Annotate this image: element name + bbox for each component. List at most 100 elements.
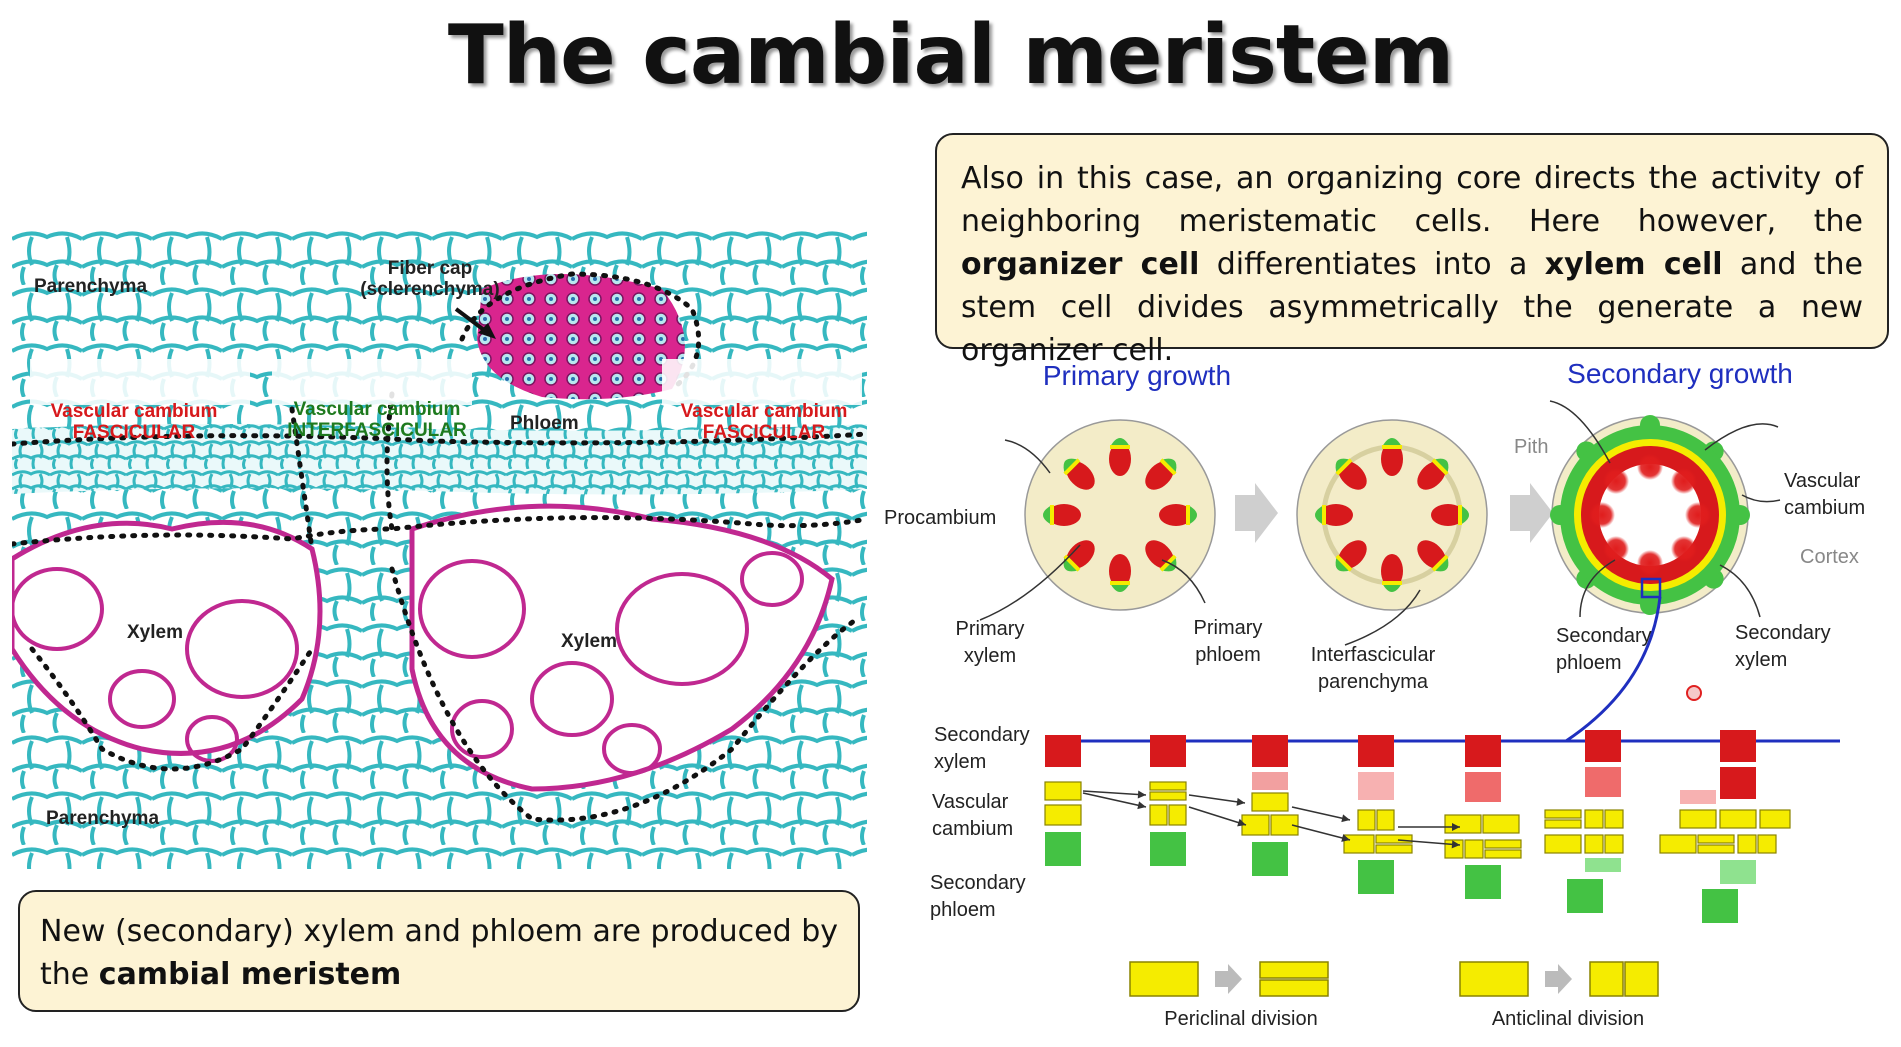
cell-block [1252,772,1288,790]
secondary-xylem-label-line1: Secondary [1735,622,1831,644]
cell-block [1252,793,1288,811]
cell-block [1698,835,1734,843]
cell-block [1377,810,1394,830]
pointer-dot [1687,686,1701,700]
cell-block [1738,835,1756,853]
division-arrow [1292,807,1350,820]
cell-block [1150,832,1186,866]
interfascicular-label: INTERFASCICULAR [287,420,467,441]
bottom-box-segment-1: cambial meristem [99,957,402,992]
row-vascular-cambium-label-line2: cambium [932,818,1013,840]
cell-block [1720,860,1756,884]
stem-cross-section-micrograph: Parenchyma Fiber cap (sclerenchyma) Vasc… [12,229,867,869]
cell-block [1698,845,1734,853]
cell-block [1760,810,1790,828]
arrow-right-1 [1235,483,1278,543]
cell-block [1485,850,1521,858]
cell-block [1045,735,1081,767]
cortex-label: Cortex [1800,546,1859,568]
cell-block [1252,735,1288,767]
vascular-cambium-label-line2: cambium [1784,497,1865,519]
page-title: The cambial meristem [0,8,1901,103]
secondary-xylem-label-line2: xylem [1735,649,1787,671]
primary-stem-2 [1297,420,1487,610]
parenchyma-bottom-label: Parenchyma [46,808,159,829]
xylem-left-label: Xylem [127,622,183,643]
organizer-text-box: Also in this case, an organizing core di… [935,133,1889,349]
division-legend [1130,962,1658,996]
secondary-phloem-label-line1: Secondary [1556,625,1652,647]
cell-block [1545,810,1581,818]
xylem-blob [1637,454,1663,480]
cell-block [1465,735,1501,767]
cell-block [1045,782,1081,800]
cell-block [1758,835,1776,853]
arrow-right-2 [1510,483,1553,543]
cell-block [1585,835,1603,853]
division-arrow [1292,825,1350,840]
cell-block [1720,810,1756,828]
cell-block [1465,772,1501,802]
cell-block [1720,730,1756,762]
cambial-meristem-text-box: New (secondary) xylem and phloem are pro… [18,890,860,1012]
xylem-blob [1671,468,1697,494]
cell-block [1045,805,1081,825]
cell-block [1376,835,1412,843]
cell-block [1465,840,1483,858]
fascicular-left-label: FASCICULAR [73,422,196,443]
fascicular-right-label: FASCICULAR [703,422,826,443]
xylem-right-label: Xylem [561,631,617,652]
cell-block [1344,835,1374,853]
primary-stem-1 [1025,420,1215,610]
division-arrowhead [1237,798,1245,806]
cell-block [1545,835,1581,853]
pith-label: Pith [1514,436,1548,458]
cell-block [1585,858,1621,872]
row-vascular-cambium-label-line1: Vascular [932,791,1009,813]
cell-block [1252,842,1288,876]
cell-block [1720,767,1756,799]
vascular-cambium-label-line1: Vascular [1784,470,1861,492]
cell-block [1485,840,1521,848]
secondary-growth-heading: Secondary growth [1567,358,1793,389]
xylem-blob [1685,502,1711,528]
division-arrow [1189,807,1246,825]
vascular-bundle [1315,504,1353,526]
vascular-bundle [1043,504,1081,526]
division-arrowhead [1341,814,1350,822]
row-secondary-phloem-label-line1: Secondary [930,872,1026,894]
vascular-cambium-fascicular-left-label: Vascular cambium [51,401,218,422]
cell-block [1660,835,1696,853]
cell-block [1150,735,1186,767]
cell-block [1585,767,1621,797]
cell-block [1465,865,1501,899]
row-secondary-xylem-label-line2: xylem [934,751,986,773]
top-box-segment-1: organizer cell [961,247,1199,282]
xylem-blob [1603,468,1629,494]
cell-block [1680,790,1716,804]
row-secondary-phloem-label-line2: phloem [930,899,996,921]
anticlinal-division-label: Anticlinal division [1492,1008,1644,1030]
cell-block [1585,810,1603,828]
cell-block [1150,782,1186,790]
primary-xylem-label-line2: xylem [964,645,1016,667]
vascular-bundle [1109,438,1131,476]
xylem-blob [1637,550,1663,576]
division-arrowhead [1138,791,1146,799]
cell-block [1358,810,1375,830]
cell-block [1585,730,1621,762]
vascular-bundle [1381,554,1403,592]
primary-growth-heading: Primary growth [1043,360,1231,391]
procambium-label: Procambium [884,507,996,529]
cell-block [1376,845,1412,853]
xylem-blob [1603,536,1629,562]
cell-block [1445,815,1481,833]
primary-phloem-label-line2: phloem [1195,644,1261,666]
vascular-bundle [1381,438,1403,476]
cell-block [1680,810,1716,828]
vascular-bundle [1109,554,1131,592]
primary-secondary-growth-diagram: Primary growth Secondary growth P [880,355,1890,1045]
xylem-blob [1671,536,1697,562]
xylem-blob [1589,502,1615,528]
vascular-cambium-fascicular-right-label: Vascular cambium [681,401,848,422]
